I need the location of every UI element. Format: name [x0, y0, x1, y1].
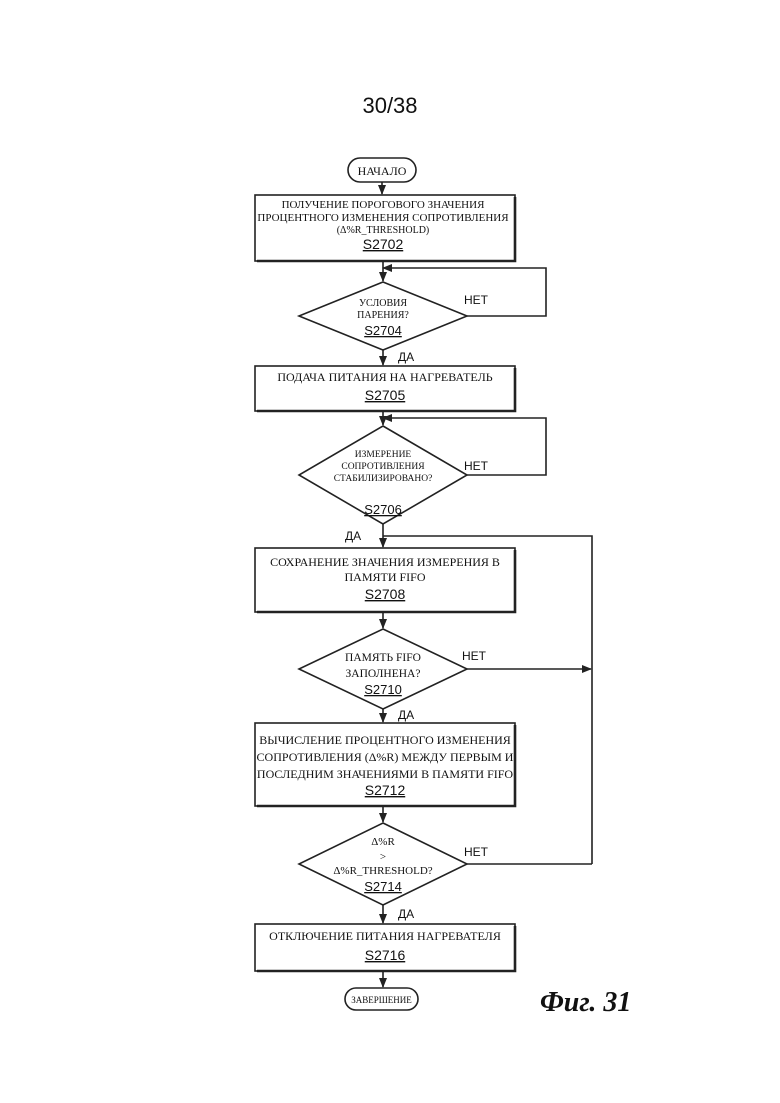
s2702-line1: ПОЛУЧЕНИЕ ПОРОГОВОГО ЗНАЧЕНИЯ — [282, 199, 485, 211]
s2704-line1: УСЛОВИЯ — [359, 298, 407, 309]
s2704-line2: ПАРЕНИЯ? — [357, 310, 409, 321]
s2710-yes-label: ДА — [398, 708, 414, 722]
s2710-step-id: S2710 — [364, 682, 402, 697]
s2704-yes-label: ДА — [398, 350, 414, 364]
s2706-line2: СОПРОТИВЛЕНИЯ — [341, 462, 425, 472]
s2706-step-id: S2706 — [364, 502, 402, 517]
s2712-line3: ПОСЛЕДНИМ ЗНАЧЕНИЯМИ В ПАМЯТИ FIFO — [257, 767, 514, 781]
s2714-line1: Δ%R — [371, 836, 395, 848]
s2710-line1: ПАМЯТЬ FIFO — [345, 652, 421, 664]
s2710-no-label: НЕТ — [462, 649, 487, 663]
end-label: ЗАВЕРШЕНИЕ — [351, 995, 412, 1005]
s2714-line2: > — [380, 851, 386, 863]
s2702-step-id: S2702 — [363, 236, 404, 252]
figure-label: Фиг. 31 — [540, 987, 631, 1018]
s2705-line1: ПОДАЧА ПИТАНИЯ НА НАГРЕВАТЕЛЬ — [277, 370, 492, 384]
s2702-line3: (Δ%R_THRESHOLD) — [337, 225, 430, 236]
s2712-line2: СОПРОТИВЛЕНИЯ (Δ%R) МЕЖДУ ПЕРВЫМ И — [257, 750, 514, 764]
s2704-no-label: НЕТ — [464, 293, 489, 307]
s2714-yes-label: ДА — [398, 907, 414, 921]
s2714-step-id: S2714 — [364, 879, 402, 894]
s2704-step-id: S2704 — [364, 323, 402, 338]
s2702-line2: ПРОЦЕНТНОГО ИЗМЕНЕНИЯ СОПРОТИВЛЕНИЯ — [257, 212, 509, 224]
s2716-line1: ОТКЛЮЧЕНИЕ ПИТАНИЯ НАГРЕВАТЕЛЯ — [269, 929, 501, 943]
s2708-line1: СОХРАНЕНИЕ ЗНАЧЕНИЯ ИЗМЕРЕНИЯ В — [270, 555, 500, 569]
s2705-step-id: S2705 — [365, 387, 406, 403]
s2708-step-id: S2708 — [365, 586, 406, 602]
page-number: 30/38 — [362, 93, 417, 118]
s2706-line3: СТАБИЛИЗИРОВАНО? — [334, 474, 433, 484]
s2712-line1: ВЫЧИСЛЕНИЕ ПРОЦЕНТНОГО ИЗМЕНЕНИЯ — [259, 733, 511, 747]
s2710-line2: ЗАПОЛНЕНА? — [346, 668, 421, 680]
s2706-yes-label: ДА — [345, 529, 361, 543]
s2716-step-id: S2716 — [365, 947, 406, 963]
start-label: НАЧАЛО — [358, 164, 407, 178]
s2714-no-label: НЕТ — [464, 845, 489, 859]
s2708-line2: ПАМЯТИ FIFO — [344, 570, 425, 584]
s2714-line3: Δ%R_THRESHOLD? — [333, 865, 432, 877]
s2712-step-id: S2712 — [365, 782, 406, 798]
s2706-line1: ИЗМЕРЕНИЕ — [355, 450, 412, 460]
s2706-no-label: НЕТ — [464, 459, 489, 473]
